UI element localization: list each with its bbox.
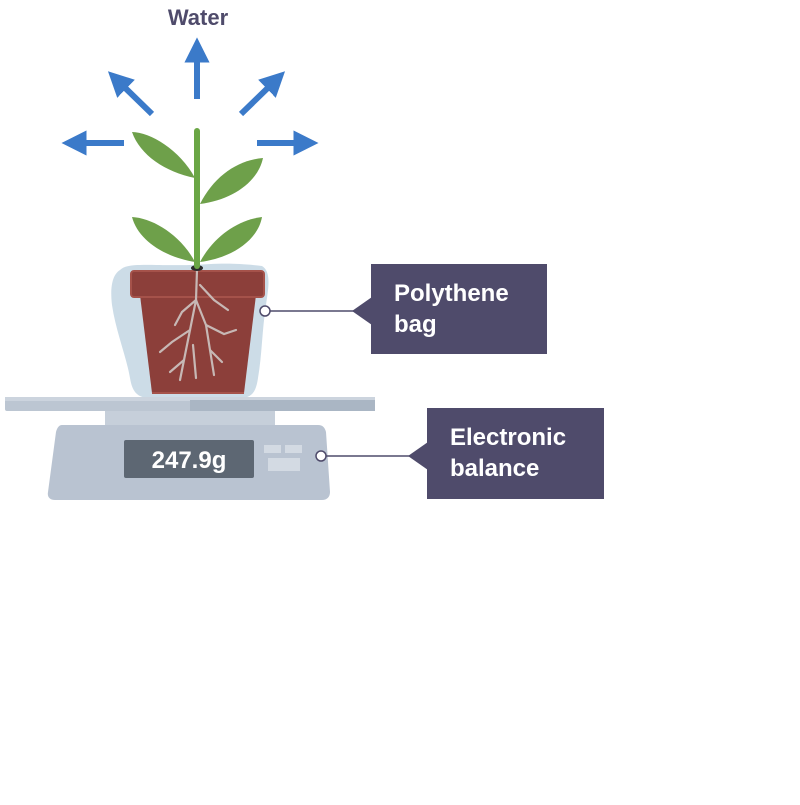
- polythene-bag-label: Polythene bag: [371, 264, 547, 354]
- leaf-right-upper: [200, 158, 263, 204]
- balance-button: [268, 458, 300, 471]
- bag-callout-pointer: [352, 297, 372, 325]
- leaf-left-lower: [132, 217, 195, 262]
- arrow-up-left-icon: [107, 71, 155, 117]
- balance-callout-pointer: [408, 442, 428, 470]
- plant: [132, 128, 263, 271]
- bag-pointer-dot: [259, 305, 271, 317]
- balance-pointer-dot: [315, 450, 327, 462]
- balance-display: [124, 440, 254, 478]
- balance-reading: 247.9g: [152, 447, 227, 474]
- plant-pot: [130, 270, 265, 394]
- balance-button: [264, 445, 281, 453]
- leaf-right-lower: [200, 217, 262, 262]
- water-label: Water: [168, 5, 229, 30]
- leader-lines: [259, 297, 428, 470]
- electronic-balance-label: Electronic balance: [427, 408, 604, 499]
- electronic-balance: 247.9g: [5, 397, 375, 500]
- plant-roots: [158, 268, 238, 382]
- arrow-up-right-icon: [238, 71, 286, 117]
- water-arrows: [61, 37, 319, 156]
- leaf-left-upper: [132, 132, 195, 178]
- balance-button: [285, 445, 302, 453]
